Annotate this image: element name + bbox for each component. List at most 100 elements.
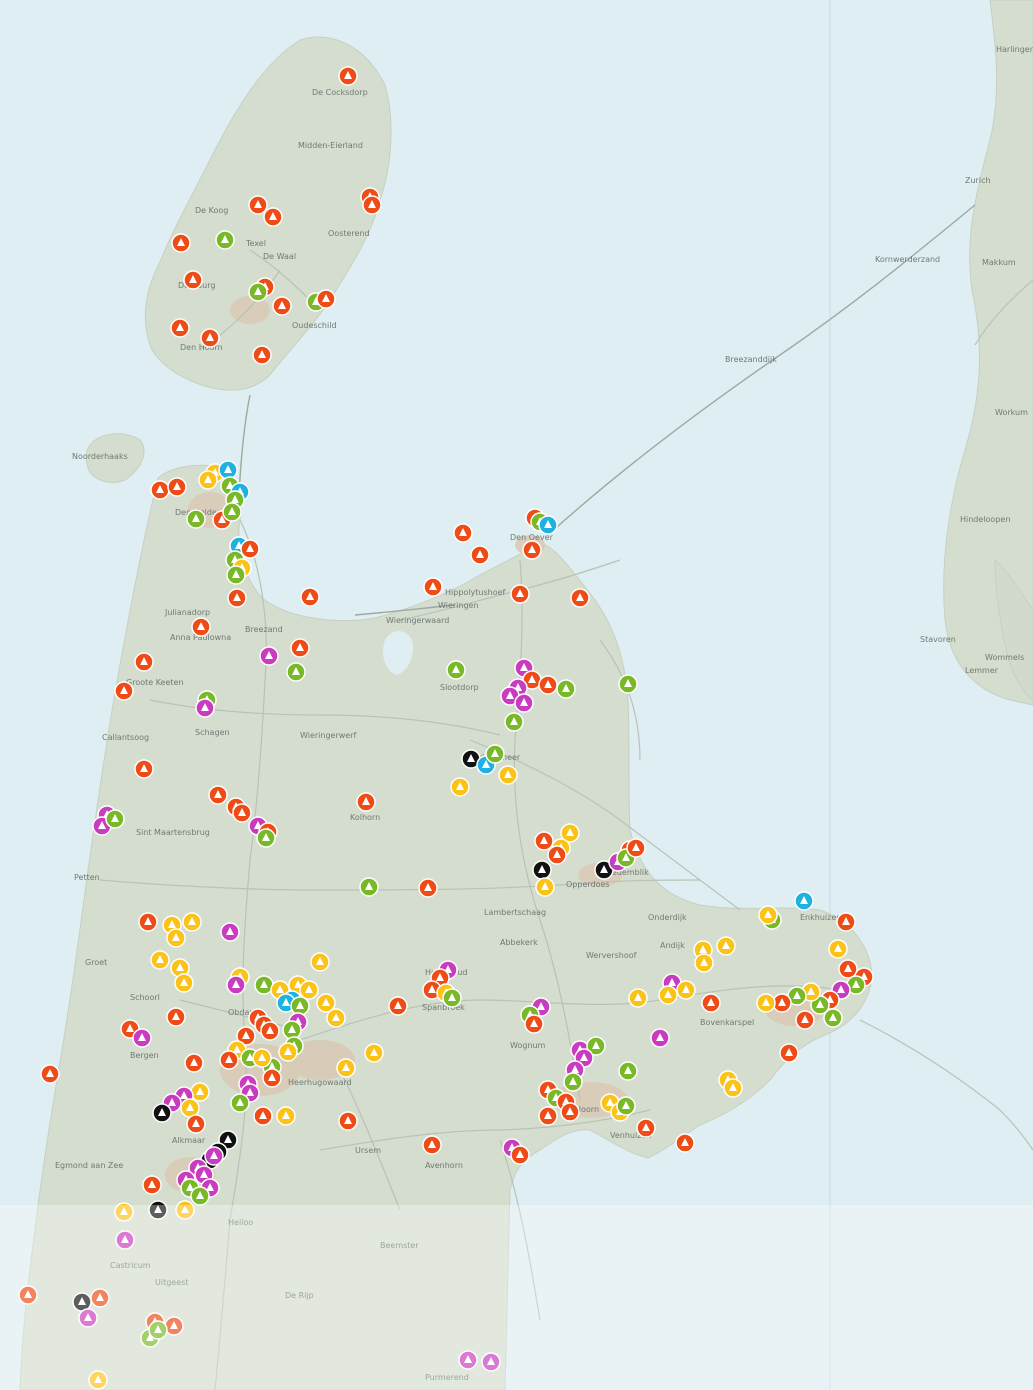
poi-marker-yellow[interactable] bbox=[498, 765, 518, 785]
poi-marker-green[interactable] bbox=[248, 282, 268, 302]
poi-marker-green[interactable] bbox=[105, 809, 125, 829]
poi-marker-red[interactable] bbox=[418, 878, 438, 898]
poi-marker-red[interactable] bbox=[260, 1021, 280, 1041]
poi-marker-magenta[interactable] bbox=[132, 1028, 152, 1048]
poi-marker-green[interactable] bbox=[563, 1072, 583, 1092]
poi-marker-red[interactable] bbox=[167, 477, 187, 497]
poi-marker-yellow[interactable] bbox=[182, 912, 202, 932]
poi-marker-green[interactable] bbox=[823, 1008, 843, 1028]
poi-marker-red[interactable] bbox=[186, 1114, 206, 1134]
poi-marker-red[interactable] bbox=[219, 1050, 239, 1070]
poi-marker-black[interactable] bbox=[148, 1200, 168, 1220]
poi-marker-red[interactable] bbox=[138, 912, 158, 932]
poi-marker-red[interactable] bbox=[538, 675, 558, 695]
poi-marker-magenta[interactable] bbox=[481, 1352, 501, 1372]
poi-marker-green[interactable] bbox=[618, 1061, 638, 1081]
poi-marker-yellow[interactable] bbox=[175, 1200, 195, 1220]
poi-marker-red[interactable] bbox=[191, 617, 211, 637]
poi-marker-red[interactable] bbox=[510, 584, 530, 604]
poi-marker-red[interactable] bbox=[262, 1068, 282, 1088]
poi-marker-red[interactable] bbox=[362, 195, 382, 215]
poi-marker-red[interactable] bbox=[290, 638, 310, 658]
poi-marker-yellow[interactable] bbox=[278, 1042, 298, 1062]
poi-marker-green[interactable] bbox=[446, 660, 466, 680]
poi-marker-red[interactable] bbox=[184, 1053, 204, 1073]
poi-marker-red[interactable] bbox=[170, 318, 190, 338]
poi-marker-green[interactable] bbox=[504, 712, 524, 732]
poi-marker-magenta[interactable] bbox=[78, 1308, 98, 1328]
poi-marker-blue[interactable] bbox=[218, 460, 238, 480]
poi-marker-red[interactable] bbox=[701, 993, 721, 1013]
poi-marker-green[interactable] bbox=[286, 662, 306, 682]
poi-marker-red[interactable] bbox=[134, 652, 154, 672]
poi-marker-red[interactable] bbox=[338, 66, 358, 86]
poi-marker-green[interactable] bbox=[222, 502, 242, 522]
poi-marker-red[interactable] bbox=[423, 577, 443, 597]
poi-marker-red[interactable] bbox=[838, 959, 858, 979]
poi-marker-red[interactable] bbox=[134, 759, 154, 779]
poi-marker-red[interactable] bbox=[227, 588, 247, 608]
poi-marker-red[interactable] bbox=[538, 1106, 558, 1126]
poi-marker-magenta[interactable] bbox=[195, 698, 215, 718]
poi-marker-black[interactable] bbox=[152, 1103, 172, 1123]
poi-marker-yellow[interactable] bbox=[658, 985, 678, 1005]
poi-marker-yellow[interactable] bbox=[252, 1048, 272, 1068]
poi-marker-red[interactable] bbox=[547, 845, 567, 865]
poi-marker-green[interactable] bbox=[359, 877, 379, 897]
poi-marker-green[interactable] bbox=[190, 1186, 210, 1206]
poi-marker-yellow[interactable] bbox=[114, 1202, 134, 1222]
poi-marker-red[interactable] bbox=[240, 539, 260, 559]
poi-marker-magenta[interactable] bbox=[220, 922, 240, 942]
poi-marker-magenta[interactable] bbox=[115, 1230, 135, 1250]
poi-marker-red[interactable] bbox=[300, 587, 320, 607]
poi-marker-yellow[interactable] bbox=[628, 988, 648, 1008]
poi-marker-red[interactable] bbox=[90, 1288, 110, 1308]
poi-marker-yellow[interactable] bbox=[450, 777, 470, 797]
poi-marker-magenta[interactable] bbox=[500, 686, 520, 706]
poi-marker-yellow[interactable] bbox=[316, 993, 336, 1013]
poi-marker-red[interactable] bbox=[272, 296, 292, 316]
poi-marker-yellow[interactable] bbox=[560, 823, 580, 843]
poi-marker-red[interactable] bbox=[200, 328, 220, 348]
poi-marker-green[interactable] bbox=[556, 679, 576, 699]
poi-marker-yellow[interactable] bbox=[174, 973, 194, 993]
poi-marker-green[interactable] bbox=[586, 1036, 606, 1056]
poi-marker-red[interactable] bbox=[40, 1064, 60, 1084]
poi-marker-magenta[interactable] bbox=[226, 975, 246, 995]
poi-marker-black[interactable] bbox=[532, 860, 552, 880]
poi-marker-red[interactable] bbox=[171, 233, 191, 253]
poi-marker-magenta[interactable] bbox=[514, 693, 534, 713]
poi-marker-red[interactable] bbox=[183, 270, 203, 290]
poi-marker-red[interactable] bbox=[356, 792, 376, 812]
poi-marker-red[interactable] bbox=[232, 803, 252, 823]
poi-marker-green[interactable] bbox=[485, 744, 505, 764]
poi-marker-black[interactable] bbox=[72, 1292, 92, 1312]
poi-marker-blue[interactable] bbox=[538, 515, 558, 535]
poi-marker-yellow[interactable] bbox=[299, 980, 319, 1000]
poi-marker-red[interactable] bbox=[470, 545, 490, 565]
poi-marker-red[interactable] bbox=[524, 1014, 544, 1034]
poi-marker-red[interactable] bbox=[795, 1010, 815, 1030]
poi-marker-green[interactable] bbox=[442, 988, 462, 1008]
poi-marker-red[interactable] bbox=[253, 1106, 273, 1126]
poi-marker-red[interactable] bbox=[316, 289, 336, 309]
poi-marker-yellow[interactable] bbox=[150, 950, 170, 970]
poi-marker-yellow[interactable] bbox=[88, 1370, 108, 1390]
poi-marker-red[interactable] bbox=[779, 1043, 799, 1063]
poi-marker-red[interactable] bbox=[522, 540, 542, 560]
poi-marker-yellow[interactable] bbox=[828, 939, 848, 959]
poi-marker-red[interactable] bbox=[248, 195, 268, 215]
poi-marker-red[interactable] bbox=[560, 1102, 580, 1122]
poi-marker-yellow[interactable] bbox=[364, 1043, 384, 1063]
poi-marker-red[interactable] bbox=[570, 588, 590, 608]
poi-marker-red[interactable] bbox=[510, 1145, 530, 1165]
poi-marker-yellow[interactable] bbox=[716, 936, 736, 956]
poi-marker-magenta[interactable] bbox=[650, 1028, 670, 1048]
poi-marker-green[interactable] bbox=[215, 230, 235, 250]
poi-marker-yellow[interactable] bbox=[310, 952, 330, 972]
poi-marker-red[interactable] bbox=[626, 838, 646, 858]
poi-marker-magenta[interactable] bbox=[458, 1350, 478, 1370]
poi-marker-yellow[interactable] bbox=[758, 905, 778, 925]
poi-marker-green[interactable] bbox=[230, 1093, 250, 1113]
